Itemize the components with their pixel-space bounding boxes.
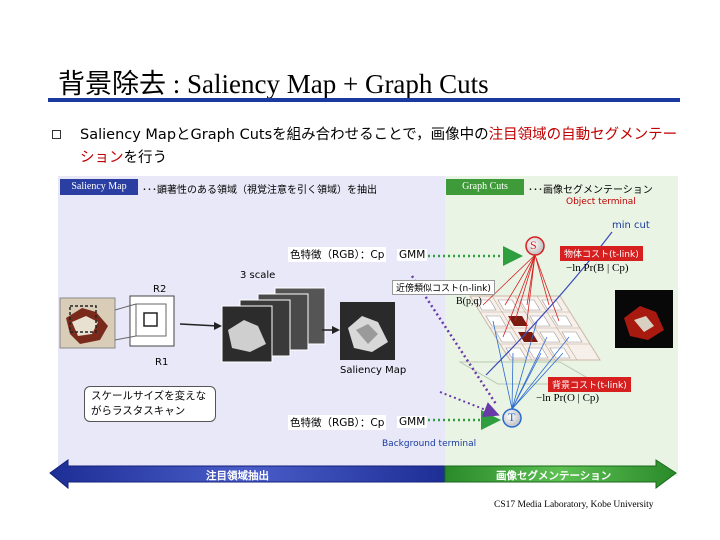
object-terminal-label: Object terminal	[566, 197, 636, 207]
graph-cuts-tag: Graph Cuts	[446, 179, 524, 195]
saliency-map-tag: Saliency Map	[60, 179, 138, 195]
output-image	[615, 290, 673, 348]
background-cost-label: 背景コスト(t-link)	[548, 377, 631, 392]
t-terminal-label: T	[508, 410, 515, 425]
s-terminal-label: S	[530, 238, 537, 253]
object-cost-formula: −ln Pr(B | Cp)	[566, 262, 629, 274]
scan-callout: スケールサイズを変えながらラスタスキャン	[84, 386, 216, 422]
object-cost-label: 物体コスト(t-link)	[560, 246, 643, 261]
extraction-arrow-label: 注目領域抽出	[206, 468, 269, 483]
background-terminal-label: Background terminal	[382, 439, 476, 449]
color-feature-bottom: 色特徴（RGB）：Cp	[288, 415, 386, 430]
gmm-bottom: GMM	[397, 416, 427, 428]
b-pq-label: B(p,q)	[456, 296, 482, 307]
scale-label: 3 scale	[240, 270, 275, 281]
gmm-top: GMM	[397, 249, 427, 261]
neighbor-cost-label: 近傍類似コスト(n-link)	[392, 280, 495, 295]
input-image	[60, 298, 115, 348]
scan-window	[115, 296, 174, 346]
min-cut-label: min cut	[612, 220, 650, 231]
footer-credit: CS17 Media Laboratory, Kobe University	[494, 500, 654, 510]
r2-label: R2	[153, 284, 166, 295]
saliency-map-image	[322, 302, 395, 360]
background-cost-formula: −ln Pr(O | Cp)	[536, 392, 599, 404]
color-feature-top: 色特徴（RGB）：Cp	[288, 247, 386, 262]
graph-cuts-description: ･･･画像セグメンテーション	[528, 181, 653, 196]
scale-stack	[180, 288, 325, 362]
saliency-map-caption: Saliency Map	[340, 365, 406, 376]
saliency-description: ･･･顕著性のある領域（視覚注意を引く領域）を抽出	[142, 181, 377, 196]
r1-label: R1	[155, 357, 168, 368]
segmentation-arrow-label: 画像セグメンテーション	[496, 468, 611, 483]
